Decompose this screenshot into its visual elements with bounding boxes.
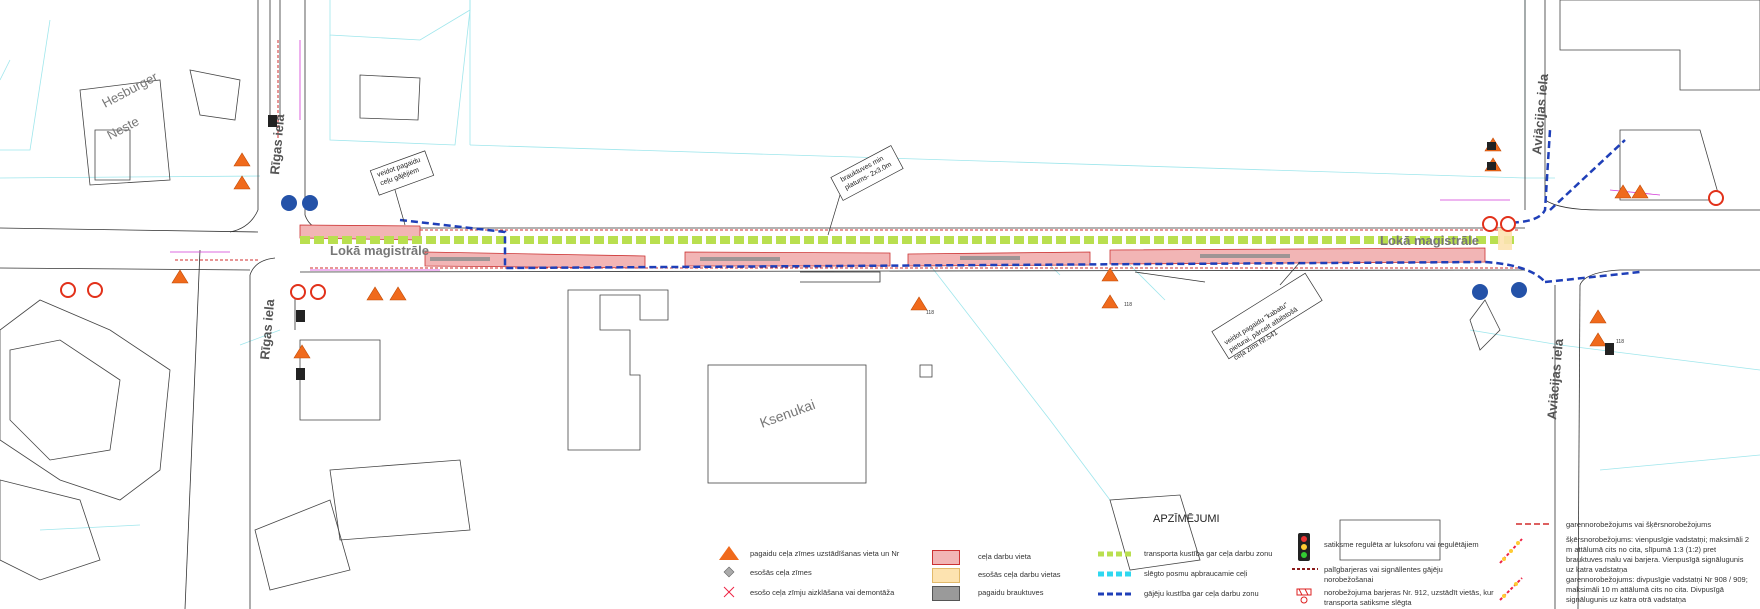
speed-limit-icon bbox=[1500, 216, 1516, 232]
restriction-signs bbox=[60, 190, 1724, 300]
svg-text:118: 118 bbox=[926, 310, 934, 316]
place-label-ksenukai: Ksenukai bbox=[758, 396, 818, 431]
work-areas bbox=[299, 224, 1486, 269]
callout-right: veidot pagaidu "kabatu" pieturai, pārcel… bbox=[1211, 261, 1323, 362]
street-labels: Rīgas iela Rīgas iela Aviācijas iela Avi… bbox=[257, 72, 1566, 420]
speed-limit-icon bbox=[60, 282, 76, 298]
street-label-loka-left: Lokā magistrāle bbox=[330, 243, 429, 258]
warning-sign-icon bbox=[293, 344, 311, 359]
warning-sign-icon bbox=[389, 286, 407, 301]
direction-arrow-icon bbox=[281, 195, 297, 211]
speed-limit-icon bbox=[87, 282, 103, 298]
warning-sign-icon bbox=[233, 152, 251, 167]
traffic-light-icon bbox=[1487, 142, 1496, 150]
warning-sign-icon bbox=[1589, 309, 1607, 324]
buildings bbox=[0, 0, 1760, 591]
warning-sign-icon bbox=[366, 286, 384, 301]
warning-sign-icon bbox=[1589, 332, 1607, 347]
warning-sign-icon bbox=[910, 296, 928, 311]
sign-numbers: 118 118 118 bbox=[926, 302, 1624, 345]
traffic-lights bbox=[268, 115, 1614, 380]
traffic-light-icon bbox=[296, 368, 305, 380]
traffic-light-icon bbox=[1605, 343, 1614, 355]
street-label-rigas-top: Rīgas iela bbox=[267, 113, 287, 176]
place-label-neste: Neste bbox=[104, 113, 141, 142]
existing-work-areas bbox=[1498, 228, 1512, 250]
legend-title: APZĪMĒJUMI bbox=[1153, 513, 1220, 525]
speed-limit-icon bbox=[310, 284, 326, 300]
traffic-light-icon bbox=[296, 310, 305, 322]
warning-sign-icon bbox=[171, 269, 189, 284]
direction-arrow-icon bbox=[1472, 284, 1488, 300]
svg-text:118: 118 bbox=[1124, 302, 1132, 308]
callout-left: veidot pagaidu ceļu gājējiem bbox=[369, 150, 435, 226]
direction-arrow-icon bbox=[1511, 282, 1527, 298]
warning-sign-icon bbox=[233, 175, 251, 190]
traffic-light-icon bbox=[268, 115, 277, 127]
street-label-aviacijas-top: Aviācijas iela bbox=[1529, 72, 1551, 155]
street-label-rigas-bottom: Rīgas iela bbox=[257, 298, 277, 361]
warning-sign-icon bbox=[1101, 267, 1119, 282]
traffic-light-icon bbox=[1487, 162, 1496, 170]
warning-sign-icon bbox=[1631, 184, 1649, 199]
warning-sign-icon bbox=[1101, 294, 1119, 309]
svg-text:118: 118 bbox=[1616, 339, 1624, 345]
pedestrian-route bbox=[399, 129, 1641, 284]
direction-signs bbox=[281, 195, 1527, 300]
street-label-aviacijas-bottom: Aviācijas iela bbox=[1544, 337, 1566, 420]
place-labels: Hesburger Neste Ksenukai bbox=[99, 69, 817, 431]
direction-arrow-icon bbox=[302, 195, 318, 211]
speed-limit-icon bbox=[1482, 216, 1498, 232]
warning-sign-icon bbox=[1614, 184, 1632, 199]
magenta-lines bbox=[170, 40, 1661, 271]
callout-middle: brauktuves min platums- 2x3.0m bbox=[827, 145, 904, 236]
temp-lanes bbox=[430, 254, 1290, 261]
street-label-loka-right: Lokā magistrāle bbox=[1380, 233, 1479, 248]
place-label-hesburger: Hesburger bbox=[99, 69, 160, 111]
speed-limit-icon bbox=[290, 284, 306, 300]
speed-limit-icon bbox=[1708, 190, 1724, 206]
